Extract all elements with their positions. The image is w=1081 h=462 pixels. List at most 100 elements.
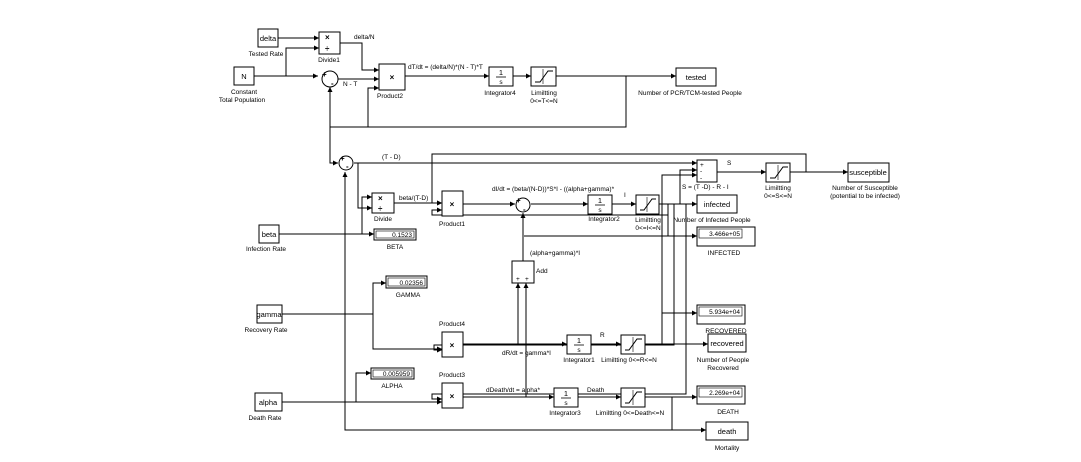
dt-equation: dT/dt = (delta/N)*(N - T)*T bbox=[408, 64, 483, 71]
limit-r-block[interactable] bbox=[620, 334, 646, 355]
limit-i-block[interactable] bbox=[635, 194, 660, 215]
recovered-display-label: RECOVERED bbox=[705, 328, 746, 335]
alpha-constant[interactable]: alpha bbox=[254, 392, 283, 412]
integrator4-block[interactable]: 1 s bbox=[488, 66, 514, 87]
svg-text:1: 1 bbox=[577, 336, 581, 345]
death-output[interactable]: death bbox=[705, 421, 749, 441]
alpha-display-label: ALPHA bbox=[381, 383, 403, 390]
beta-constant[interactable]: beta bbox=[258, 224, 280, 244]
product4-label: Product4 bbox=[439, 321, 465, 328]
limit-t-range: 0<=T<=N bbox=[530, 98, 558, 105]
limit-s-label: Limiltting bbox=[765, 185, 791, 192]
svg-text:1: 1 bbox=[564, 389, 568, 398]
product1-block[interactable]: × bbox=[441, 190, 464, 217]
svg-text:0.1523: 0.1523 bbox=[392, 232, 412, 239]
limit-t-block[interactable] bbox=[530, 66, 557, 87]
limit-i-label: Limiltting bbox=[635, 217, 661, 224]
integrator1-block[interactable]: 1 s bbox=[566, 334, 592, 355]
svg-text:-: - bbox=[700, 168, 702, 175]
beta-display-label: BETA bbox=[387, 244, 404, 251]
infected-label: Number of Infected People bbox=[673, 217, 751, 224]
svg-text:2.269e+04: 2.269e+04 bbox=[709, 390, 740, 397]
svg-text:susceptible: susceptible bbox=[849, 168, 887, 177]
alpha-display: 0.005959 bbox=[370, 367, 415, 380]
svg-text:s: s bbox=[598, 207, 602, 214]
tested-label: Number of PCR/TCM-tested People bbox=[638, 90, 742, 97]
limit-s-range: 0<=S<=N bbox=[764, 193, 792, 200]
svg-text:0.02356: 0.02356 bbox=[400, 280, 424, 287]
gamma-constant[interactable]: gamma bbox=[256, 304, 283, 324]
recovered-output[interactable]: recovered bbox=[707, 333, 747, 353]
svg-text:0.005959: 0.005959 bbox=[383, 371, 410, 378]
divide1-block[interactable]: × ÷ bbox=[318, 31, 341, 55]
gamma-display-label: GAMMA bbox=[396, 292, 421, 299]
susceptible-sublabel: (potential to be infected) bbox=[830, 193, 900, 200]
infected-display: 3.466e+05 bbox=[696, 226, 756, 247]
constant-label: Constant bbox=[231, 89, 257, 96]
svg-text:infected: infected bbox=[704, 200, 730, 209]
divide1-label: Divide1 bbox=[318, 57, 340, 64]
ddeath-equation: dDeath/dt = alpha* bbox=[486, 387, 540, 394]
infected-output[interactable]: infected bbox=[696, 194, 738, 214]
wires bbox=[254, 35, 848, 433]
product2-label: Product2 bbox=[377, 93, 403, 100]
svg-text:3.466e+05: 3.466e+05 bbox=[709, 231, 740, 238]
divide-block[interactable]: × ÷ bbox=[371, 192, 395, 214]
svg-text:5.934e+04: 5.934e+04 bbox=[709, 309, 740, 316]
svg-text:s: s bbox=[564, 400, 568, 407]
death-display-label: DEATH bbox=[717, 409, 739, 416]
svg-text:-: - bbox=[700, 175, 702, 182]
gamma-display: 0.02356 bbox=[385, 275, 428, 289]
svg-text:tested: tested bbox=[686, 73, 706, 82]
susceptible-output[interactable]: susceptible bbox=[847, 162, 890, 183]
tested-rate-label: Tested Rate bbox=[249, 51, 284, 58]
tested-rate-constant[interactable]: delta bbox=[257, 28, 279, 48]
product3-block[interactable]: × bbox=[441, 382, 464, 409]
svg-text:1: 1 bbox=[499, 68, 503, 77]
recovered-sublabel: Recovered bbox=[707, 365, 739, 372]
sum-s-block[interactable]: + - - bbox=[696, 159, 718, 183]
infection-rate-label: Infection Rate bbox=[246, 246, 286, 253]
svg-text:gamma: gamma bbox=[256, 310, 282, 319]
tested-output[interactable]: tested bbox=[675, 67, 717, 87]
integrator3-label: Integrator3 bbox=[549, 410, 581, 417]
s-equation: S = (T -D) - R - I bbox=[682, 184, 729, 191]
sum-t-minus-d[interactable]: + - bbox=[338, 154, 354, 171]
svg-text:+: + bbox=[525, 276, 529, 283]
integrator3-block[interactable]: 1 s bbox=[553, 387, 579, 408]
add-block[interactable]: + + bbox=[511, 260, 535, 284]
svg-text:N: N bbox=[241, 72, 246, 81]
svg-text:s: s bbox=[577, 347, 581, 354]
recovered-label: Number of People bbox=[697, 357, 750, 364]
svg-text:recovered: recovered bbox=[710, 339, 743, 348]
svg-text:-: - bbox=[331, 79, 334, 88]
beta-display: 0.1523 bbox=[373, 228, 417, 241]
svg-text:×: × bbox=[378, 194, 383, 203]
t-minus-d-signal: (T - D) bbox=[382, 154, 401, 161]
death-rate-label: Death Rate bbox=[249, 415, 282, 422]
r-signal: R bbox=[600, 332, 605, 339]
svg-text:s: s bbox=[499, 79, 503, 86]
svg-text:delta: delta bbox=[260, 34, 277, 43]
limit-death-block[interactable] bbox=[620, 387, 646, 408]
sum-n-minus-t[interactable]: + - bbox=[321, 70, 339, 88]
mortality-label: Mortality bbox=[715, 445, 740, 452]
limit-r-label: Limiltting 0<=R<=N bbox=[601, 357, 657, 364]
di-equation: dI/dt = (beta/(N-D))*S*I - ((alpha+gamma… bbox=[492, 186, 615, 193]
integrator1-label: Integrator1 bbox=[563, 357, 595, 364]
add-label: Add bbox=[536, 268, 548, 275]
beta-over-signal: beta/(T-D) bbox=[399, 195, 428, 202]
svg-text:+: + bbox=[700, 162, 704, 169]
i-signal: I bbox=[624, 192, 626, 199]
sum-i[interactable]: + - bbox=[515, 196, 531, 214]
limit-s-block[interactable] bbox=[765, 162, 791, 183]
infected-display-label: INFECTED bbox=[708, 250, 741, 257]
total-population-constant[interactable]: N bbox=[233, 66, 255, 86]
svg-text:1: 1 bbox=[598, 196, 602, 205]
dr-equation: dR/dt = gamma*I bbox=[502, 350, 551, 357]
limit-t-label: Limiltting bbox=[531, 90, 557, 97]
product2-block[interactable]: × bbox=[378, 63, 406, 91]
integrator2-block[interactable]: 1 s bbox=[587, 194, 613, 215]
product4-block[interactable]: × bbox=[441, 331, 464, 358]
